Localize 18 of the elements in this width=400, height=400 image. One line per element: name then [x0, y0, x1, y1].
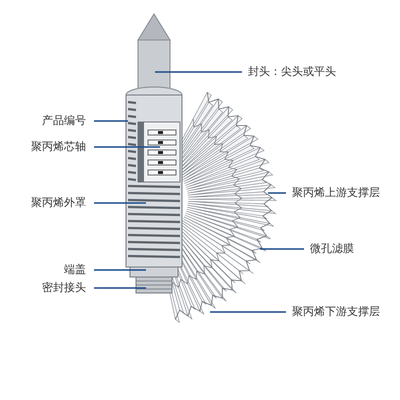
part-label: 产品编号 [42, 114, 86, 128]
leader-line [260, 248, 304, 250]
part-label: 微孔滤膜 [310, 242, 354, 256]
leader-line [94, 202, 146, 204]
part-label: 密封接头 [42, 281, 86, 295]
leader-line [94, 146, 160, 148]
part-label: 聚丙烯外罩 [31, 196, 86, 210]
leader-line [94, 287, 146, 289]
part-label: 端盖 [64, 263, 86, 277]
leader-line [268, 192, 286, 194]
part-label: 聚丙烯芯轴 [31, 140, 86, 154]
leader-line [94, 120, 128, 122]
part-label: 封头：尖头或平头 [248, 65, 336, 79]
part-label: 聚丙烯上游支撑层 [292, 186, 380, 200]
part-label: 聚丙烯下游支撑层 [292, 305, 380, 319]
leader-line [155, 71, 242, 73]
leader-line [94, 269, 146, 271]
leader-line [210, 311, 286, 313]
